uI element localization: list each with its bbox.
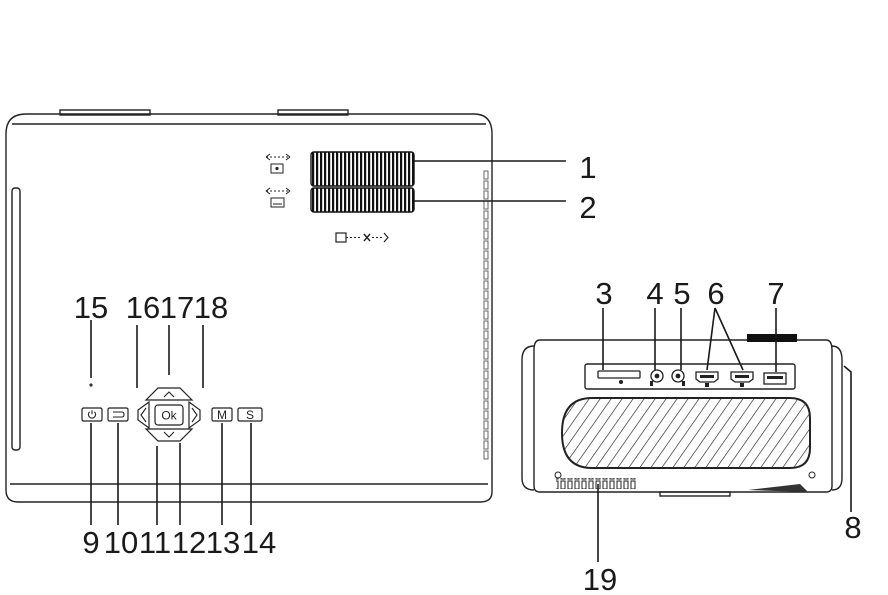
focus-wheel[interactable] bbox=[310, 151, 415, 187]
power-indicator-led bbox=[89, 383, 93, 387]
callout-13: 13 bbox=[206, 525, 240, 560]
right-button[interactable] bbox=[188, 400, 201, 430]
callout-12: 12 bbox=[172, 525, 206, 560]
left-button[interactable] bbox=[137, 400, 150, 430]
callout-5: 5 bbox=[673, 276, 690, 311]
up-button[interactable] bbox=[144, 387, 194, 401]
source-button[interactable]: S bbox=[237, 407, 263, 422]
audio-jack[interactable] bbox=[650, 369, 664, 386]
projector-top-body bbox=[5, 113, 493, 503]
back-button[interactable] bbox=[107, 407, 129, 422]
callout-4: 4 bbox=[646, 276, 663, 311]
power-button[interactable] bbox=[81, 407, 103, 422]
callout-17: 17 bbox=[160, 290, 194, 325]
control-panel: Ok M S bbox=[81, 383, 263, 442]
callout-numbers: 1 2 15 16 17 18 9 10 11 12 13 14 3 4 5 6… bbox=[74, 150, 862, 595]
callout-15: 15 bbox=[74, 290, 108, 325]
ok-button-label: Ok bbox=[161, 409, 177, 423]
io-panel bbox=[584, 363, 796, 390]
top-view: Ok M S bbox=[5, 109, 566, 525]
callout-18: 18 bbox=[194, 290, 228, 325]
source-button-label: S bbox=[246, 408, 254, 422]
rear-view bbox=[521, 307, 852, 562]
side-rail bbox=[11, 187, 21, 451]
callout-19: 19 bbox=[583, 562, 617, 595]
callout-7: 7 bbox=[767, 276, 784, 311]
callout-1: 1 bbox=[579, 150, 596, 185]
callout-10: 10 bbox=[104, 525, 138, 560]
left-arrow-icon bbox=[140, 407, 147, 423]
up-arrow-icon bbox=[163, 391, 175, 398]
callout-16: 16 bbox=[126, 290, 160, 325]
down-button[interactable] bbox=[144, 428, 194, 442]
speaker-grille bbox=[560, 397, 811, 469]
av-jack[interactable] bbox=[671, 369, 685, 386]
hdmi-port-1[interactable] bbox=[695, 371, 719, 387]
sd-card-slot[interactable] bbox=[597, 370, 641, 384]
usb-port[interactable] bbox=[763, 372, 787, 385]
dpad: Ok bbox=[137, 387, 201, 442]
callout-11: 11 bbox=[139, 525, 171, 560]
callout-3: 3 bbox=[595, 276, 612, 311]
projector-rear-body bbox=[533, 339, 833, 493]
callout-2: 2 bbox=[579, 190, 596, 225]
down-arrow-icon bbox=[163, 431, 175, 438]
callout-9: 9 bbox=[82, 525, 99, 560]
bottom-vents bbox=[556, 478, 636, 489]
hdmi-port-2[interactable] bbox=[730, 371, 754, 387]
keystone-icon bbox=[265, 187, 291, 208]
focus-icon bbox=[265, 153, 291, 174]
power-icon bbox=[87, 410, 97, 419]
callout-8: 8 bbox=[844, 510, 861, 545]
callout-6: 6 bbox=[707, 276, 724, 311]
callout-14: 14 bbox=[242, 525, 276, 560]
projection-distance-icon bbox=[335, 232, 389, 243]
menu-button-label: M bbox=[217, 408, 227, 422]
menu-button[interactable]: M bbox=[211, 407, 233, 422]
back-icon bbox=[113, 411, 125, 418]
keystone-wheel[interactable] bbox=[310, 187, 415, 213]
ok-button[interactable] bbox=[154, 404, 184, 426]
right-arrow-icon bbox=[191, 407, 198, 423]
